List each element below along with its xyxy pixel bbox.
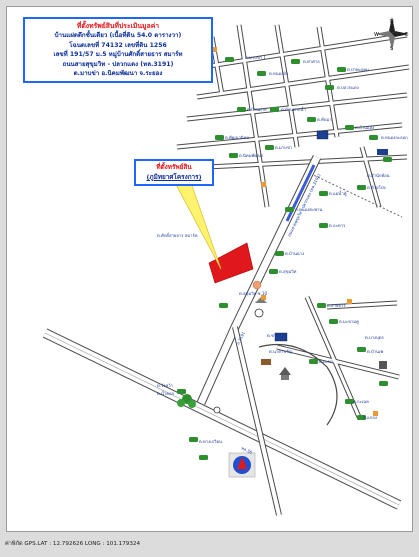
compass-s: S xyxy=(390,46,393,52)
compass-n: N xyxy=(390,19,394,25)
map-label: ต.ศักดิ์สายธาร สมาร์ท xyxy=(157,232,198,238)
map-label-group: ต.มาบข่า 1 ต.หนองบัว ต.ท่าศาล ต.ป่าพะยอม… xyxy=(157,55,408,444)
callout-subtitle: (ภูมิทยาศโครงการ) xyxy=(146,172,202,181)
lower-road-fill xyxy=(233,326,281,516)
property-callout: ที่ตั้งทรัพย์สิน (ภูมิทยาศโครงการ) xyxy=(134,159,214,186)
compass-rose-icon: N S W E xyxy=(374,17,409,52)
map-label: ต.ตะพง xyxy=(319,359,333,364)
map-label: ต.สุขุมวิท xyxy=(279,269,297,275)
map-label: ต.บ้านเพ xyxy=(367,349,383,354)
marker-icons xyxy=(212,47,378,416)
map-label: ต.นาตาขวัญ xyxy=(269,349,293,354)
compass-w: W xyxy=(374,32,379,38)
map-label: ต.บ้านฉาง xyxy=(285,251,304,256)
building-icons xyxy=(261,130,388,369)
map-label: ต.แม่น้ำคู้ xyxy=(329,190,347,197)
map-label: ต.ปลวกแดง xyxy=(337,85,359,90)
map-label: ต.ชากบก xyxy=(267,333,284,338)
rail-line xyxy=(306,171,403,218)
property-info-box: ที่ตั้งทรัพย์สินที่ประเมินมูลค่า บ้านแฝด… xyxy=(23,17,213,84)
map-label: ต.นิคมพัฒนา xyxy=(239,153,263,158)
map-label: ต.น้ำคอก xyxy=(157,390,175,396)
map-label: ต.วังหว้า xyxy=(157,383,173,388)
tree-icon xyxy=(177,394,196,408)
roundabout xyxy=(254,308,264,318)
map-label: ต.ทางเกวียน xyxy=(199,439,222,444)
map-label: ต.บ้านแลง xyxy=(355,125,374,130)
lower-road-label: ทล.36 xyxy=(241,445,254,455)
map-canvas: ต.มาบข่า 1 ต.หนองบัว ต.ท่าศาล ต.ป่าพะยอม… xyxy=(42,24,410,516)
gps-coordinates: ค่าพิกัด GPS.LAT : 12.792626 LONG : 101.… xyxy=(5,541,141,547)
info-line: ต.มาบข่า อ.นิคมพัฒนา จ.ระยอง xyxy=(73,70,163,78)
compass-e: E xyxy=(405,32,408,38)
map-label: ต.ละหาร xyxy=(329,223,346,228)
info-title: ที่ตั้งทรัพย์สินที่ประเมินมูลค่า xyxy=(76,22,160,30)
map-label: ต.พัฒนานิคม xyxy=(225,135,249,140)
info-line: เลขที่ 191/57 ม.5 หมู่บ้านศักดิ์สายธาร ส… xyxy=(53,51,183,59)
map-frame: ต.มาบข่า 1 ต.หนองบัว ต.ท่าศาล ต.ป่าพะยอม… xyxy=(6,6,413,532)
map-label: ต.สายธาร xyxy=(327,303,346,308)
map-label: ต.มะขามคู่ xyxy=(339,319,359,325)
property-parcel xyxy=(208,242,254,284)
map-label: ต.ท่าศาล xyxy=(303,59,320,64)
info-line: บ้านแฝดตึกชั้นเดียว (เนื้อที่ดิน 54.0 ตา… xyxy=(54,32,182,40)
map-label: ต.ป่าพะยอม xyxy=(347,67,369,72)
map-label: ต.ห้วยโป่ง xyxy=(367,185,386,190)
map-label: ต.หนองบัว xyxy=(269,71,289,76)
map-label: ต.มาบข่า 1 xyxy=(245,55,266,60)
car-icons xyxy=(177,57,392,460)
map-label: ต.แกลง xyxy=(363,415,377,420)
map-label: ต.บ้านปากน้ำ xyxy=(281,106,306,112)
map-label: ต.สำนักท้อน xyxy=(367,173,390,178)
map-label: ต.สุขุมวิท ซ.10 xyxy=(239,291,268,297)
highway-center xyxy=(44,332,400,506)
map-label: ต.บางบุตร xyxy=(365,335,384,341)
map-label: ต.มาบข่า xyxy=(275,145,292,150)
map-label: ต.หนองตะพาน xyxy=(295,207,322,212)
gas-station-icon xyxy=(228,452,256,478)
callout-pointer xyxy=(171,176,222,270)
minor-roads-inner xyxy=(176,24,410,418)
info-line: ถนนสายสุขุมวิท - ปลวกแดง (ทล.3191) xyxy=(62,60,174,68)
map-label: ต.กะเฉด xyxy=(353,399,369,404)
side-road-label: ถ.3191 xyxy=(235,330,246,345)
map-label: ต.ทับมา xyxy=(317,117,332,122)
junction-marker xyxy=(213,406,221,414)
info-line: โฉนดเลขที่ 74132 เลขที่ดิน 1256 xyxy=(69,41,167,49)
map-label: ต.บ้านค่าย xyxy=(247,107,267,112)
callout-title: ที่ตั้งทรัพย์สิน xyxy=(156,163,192,171)
property-marker xyxy=(252,280,262,290)
map-label: ต.หนองละลอก xyxy=(381,135,408,140)
loop-road xyxy=(258,343,338,426)
